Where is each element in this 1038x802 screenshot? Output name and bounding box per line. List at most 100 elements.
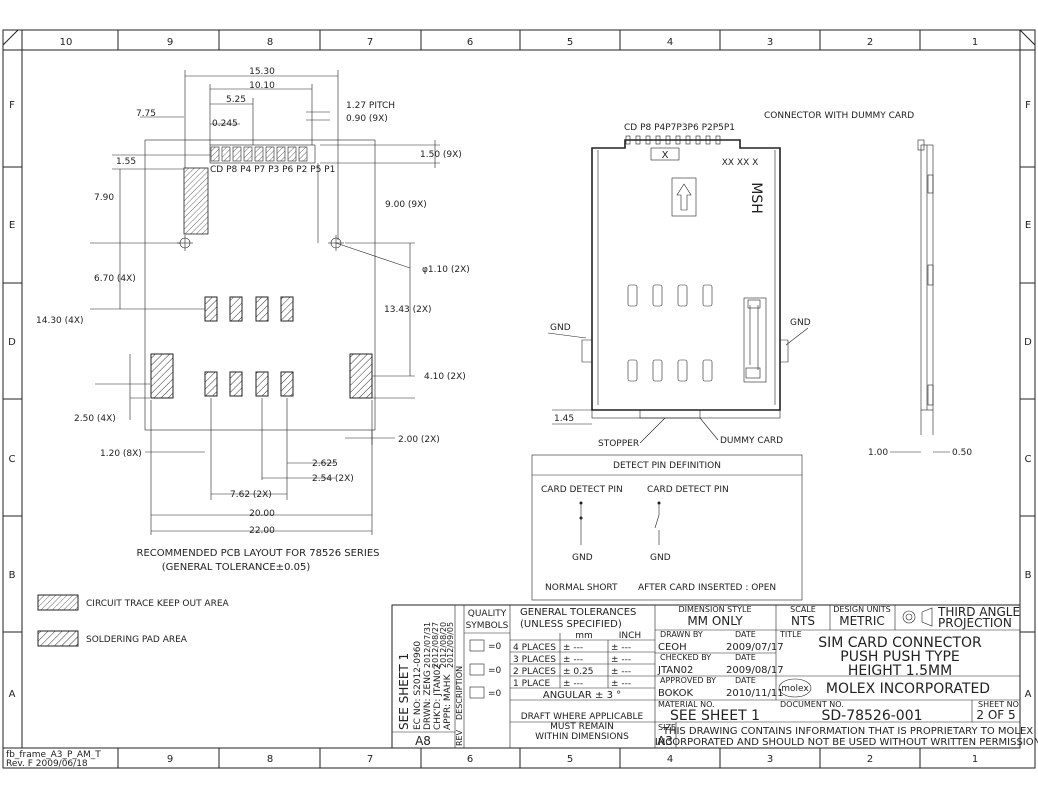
dim-label: 14.30 (4X) (36, 316, 84, 326)
company-name: MOLEX INCORPORATED (826, 681, 990, 697)
dim-style-value: MM ONLY (687, 614, 743, 628)
row-label: C (1025, 454, 1032, 465)
col-label: 5 (567, 37, 573, 48)
checked-by: JTAN02 (657, 665, 693, 676)
drawn-by-label: DRAWN BY (660, 630, 703, 639)
approved-label: APPROVED BY (660, 676, 716, 685)
detect-title: DETECT PIN DEFINITION (613, 461, 721, 471)
dim-label: 5.25 (226, 95, 246, 105)
dim-label: 7.90 (94, 193, 114, 203)
gnd-label: GND (550, 323, 571, 333)
pcb-dimensions: 15.30 10.10 5.25 1.27 PITCH 7.75 0.90 (9… (36, 67, 470, 536)
dim-label: 7.75 (136, 109, 156, 119)
row-label: D (1024, 337, 1032, 348)
title-line1: SIM CARD CONNECTOR (818, 635, 982, 651)
rev-date: 2012/07/31 (423, 622, 432, 668)
projection-icon (902, 607, 933, 627)
chk: CHK'D: JTAN02 (433, 664, 443, 730)
doc-label: DOCUMENT NO. (780, 700, 844, 709)
col-label: 10 (60, 37, 73, 48)
row-label: B (1025, 570, 1032, 581)
unless-label: (UNLESS SPECIFIED) (520, 619, 622, 630)
sheet-value: 2 OF 5 (976, 708, 1015, 722)
detect-gnd: GND (572, 553, 593, 563)
size-label: SIZE (658, 723, 676, 732)
places-label: 1 PLACE (513, 679, 551, 689)
connector-xx: XX XX X (722, 158, 759, 168)
approved-date: 2010/11/11 (726, 688, 784, 699)
col-label: 9 (167, 37, 173, 48)
pcb-pin-labels: CD P8 P4 P7 P3 P6 P2 P5 P1 (210, 165, 335, 175)
gnd-tab-left (581, 339, 592, 363)
dim-label: 4.10 (2X) (424, 372, 466, 382)
dim-label: 10.10 (249, 81, 275, 91)
dim-label: 6.70 (4X) (94, 274, 136, 284)
row-label: F (1025, 100, 1031, 111)
gnd-label: GND (790, 318, 811, 328)
detect-state: NORMAL SHORT (545, 583, 618, 593)
proprietary-2: INCORPORATED AND SHOULD NOT BE USED WITH… (655, 737, 1038, 748)
dim-label: 22.00 (249, 526, 275, 536)
col-label: 2 (867, 37, 873, 48)
connector-body (591, 139, 781, 411)
rev-date: 2012/08/27 (431, 622, 440, 668)
projection-label: PROJECTION (938, 616, 1012, 630)
mm-tol: ± --- (563, 643, 583, 653)
quality-value: =0 (488, 642, 502, 652)
doc-value: SD-78526-001 (821, 708, 922, 724)
col-label: 6 (467, 37, 473, 48)
description-label: DESCRIPTION (455, 666, 464, 720)
side-pad-left (150, 353, 174, 399)
detect-state: AFTER CARD INSERTED : OPEN (638, 583, 776, 593)
col-label: 4 (667, 37, 673, 48)
dim-label: 2.00 (2X) (398, 435, 440, 445)
col-label: 3 (767, 37, 773, 48)
side-dim: 1.00 (868, 448, 888, 458)
mm-tol: ± --- (563, 655, 583, 665)
proprietary-1: THIS DRAWING CONTAINS INFORMATION THAT I… (662, 726, 1033, 737)
contact-row-upper (627, 284, 713, 307)
rev-label: REV (455, 729, 464, 746)
col-label: 5 (567, 754, 573, 765)
inch-label: INCH (619, 631, 641, 641)
legend-solder: SOLDERING PAD AREA (86, 635, 188, 645)
row-label: A (9, 689, 16, 700)
places-label: 2 PLACES (513, 667, 556, 677)
side-view (890, 139, 950, 453)
stopper (639, 409, 701, 419)
connector-marking: MSH (748, 182, 764, 214)
dim-label: 20.00 (249, 509, 275, 519)
title-block: SEE SHEET 1 EC NO: S2012-0960 DRWN: ZENG… (391, 604, 1038, 749)
gen-tol-label: GENERAL TOLERANCES (520, 607, 636, 618)
col-label: 8 (267, 754, 273, 765)
side-dim: 0.50 (952, 448, 972, 458)
col-label: 7 (367, 37, 373, 48)
row-label: F (9, 100, 15, 111)
checked-date: 2009/08/17 (726, 665, 784, 676)
mm-tol: ± --- (563, 679, 583, 689)
date-label: DATE (735, 676, 756, 685)
keepout-swatch (37, 594, 79, 611)
dim-label: 2.54 (2X) (312, 474, 354, 484)
approved-by: BOKOK (658, 688, 693, 699)
dim-label: 1.27 PITCH (346, 101, 395, 111)
pcb-caption: RECOMMENDED PCB LAYOUT FOR 78526 SERIES (137, 548, 380, 559)
col-label: 4 (667, 754, 673, 765)
drawn-by: CEOH (658, 642, 687, 653)
dim-label: 2.50 (4X) (74, 414, 116, 424)
detect-col: CARD DETECT PIN (541, 485, 623, 495)
quality-symbol-icon (469, 639, 485, 699)
col-label: 7 (367, 754, 373, 765)
row-label: E (1025, 220, 1031, 231)
drawn-date: 2009/07/17 (726, 642, 784, 653)
material-value: SEE SHEET 1 (670, 708, 760, 724)
detect-gnd: GND (650, 553, 671, 563)
col-label: 1 (972, 754, 978, 765)
row-label: A (1025, 689, 1032, 700)
connector-pin-labels: CD P8 P4P7P3P6 P2P5P1 (624, 123, 735, 133)
quality-label: QUALITY (468, 609, 507, 619)
appr: APPR: MAHK (443, 673, 453, 730)
inch-tol: ± --- (611, 679, 631, 689)
angular-label: ANGULAR ± 3 ° (543, 690, 621, 701)
title-line3: HEIGHT 1.5MM (848, 663, 952, 679)
